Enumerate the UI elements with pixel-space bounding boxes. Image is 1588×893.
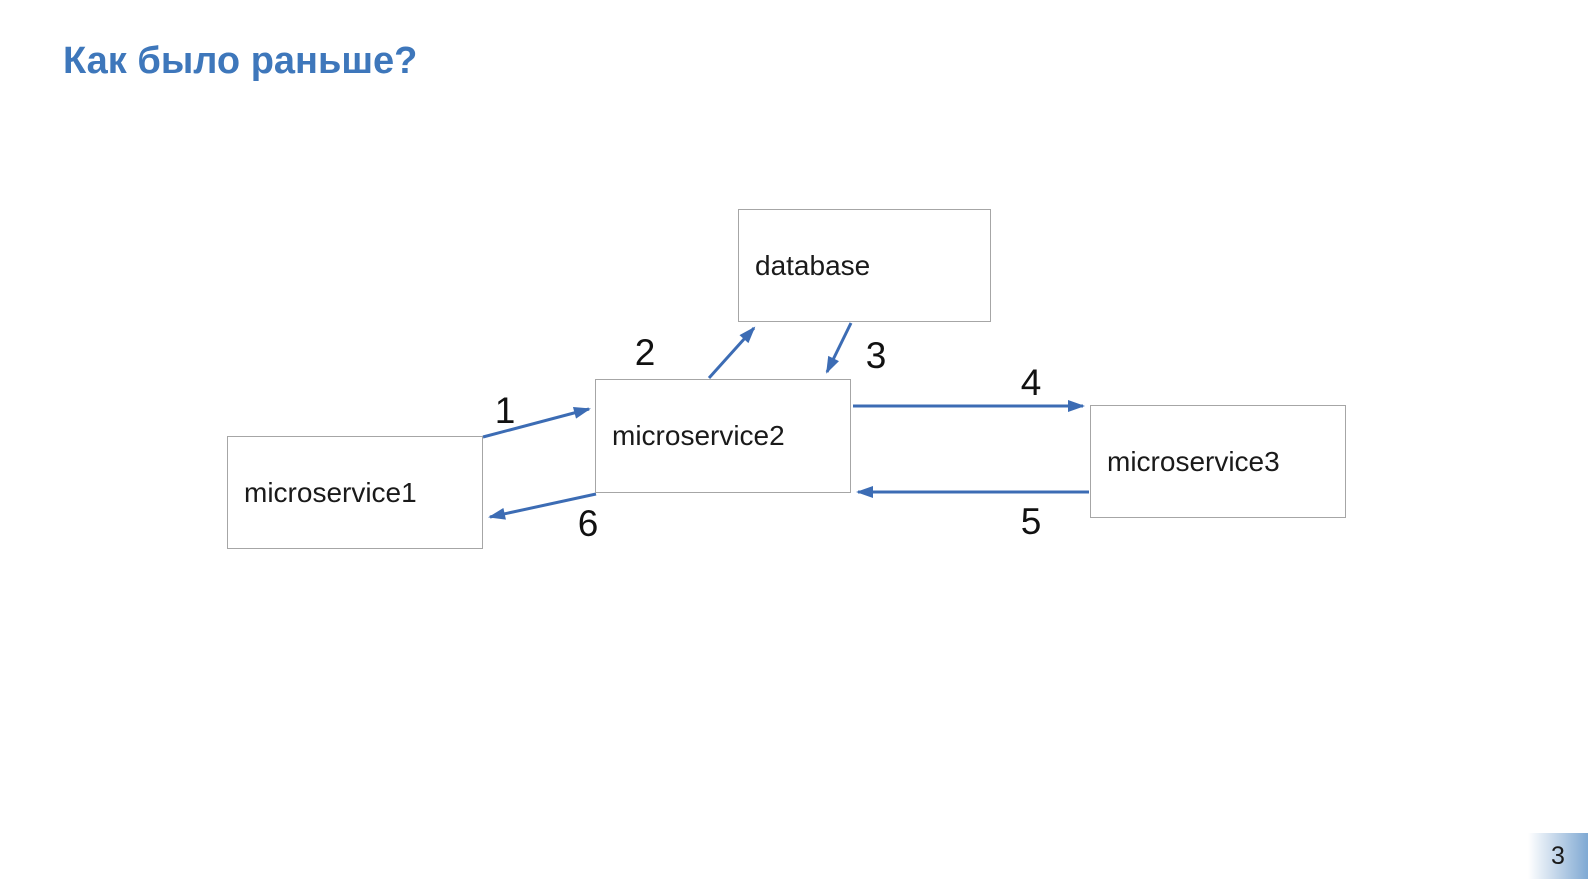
page-number: 3 (1551, 841, 1565, 870)
node-database: database (738, 209, 991, 322)
edge-2-label: 2 (634, 332, 656, 373)
node-microservice1: microservice1 (227, 436, 483, 549)
edge-4-label: 4 (1020, 362, 1042, 403)
edge-6-label: 6 (577, 503, 599, 544)
edge-2-arrow (707, 326, 756, 380)
slide-title: Как было раньше? (63, 40, 418, 82)
page-number-badge: 3 (1528, 833, 1588, 879)
edge-5-label: 5 (1020, 501, 1042, 542)
node-database-label: database (755, 249, 871, 281)
node-microservice2: microservice2 (595, 379, 851, 493)
node-microservice2-label: microservice2 (612, 420, 785, 451)
node-microservice3: microservice3 (1090, 405, 1346, 518)
node-microservice3-label: microservice3 (1107, 445, 1280, 477)
edge-1-label: 1 (494, 390, 516, 431)
edge-3-label: 3 (865, 335, 887, 376)
edge-3-arrow (825, 322, 853, 374)
node-microservice1-label: microservice1 (244, 476, 417, 508)
